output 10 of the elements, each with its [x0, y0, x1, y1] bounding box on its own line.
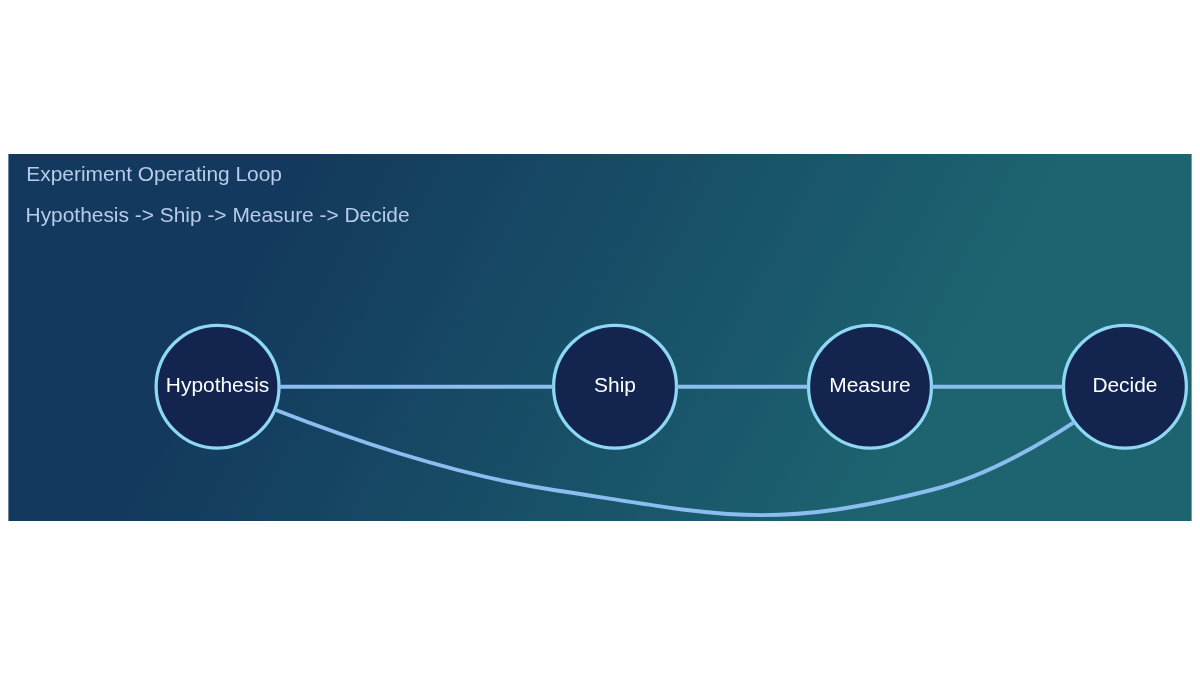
- node-circle: Decide: [1061, 323, 1189, 450]
- connector: [676, 384, 809, 389]
- label: Hypothesis -> Ship -> Measure -> Decide: [25, 202, 410, 226]
- connector: [279, 384, 554, 389]
- node-circle: Ship: [551, 323, 679, 450]
- node-circle: Hypothesis: [154, 323, 281, 450]
- diagram-title: Experiment Operating Loop: [26, 162, 282, 186]
- node-circle: Measure: [806, 323, 934, 450]
- connector: [931, 384, 1064, 389]
- connector: [274, 407, 1076, 517]
